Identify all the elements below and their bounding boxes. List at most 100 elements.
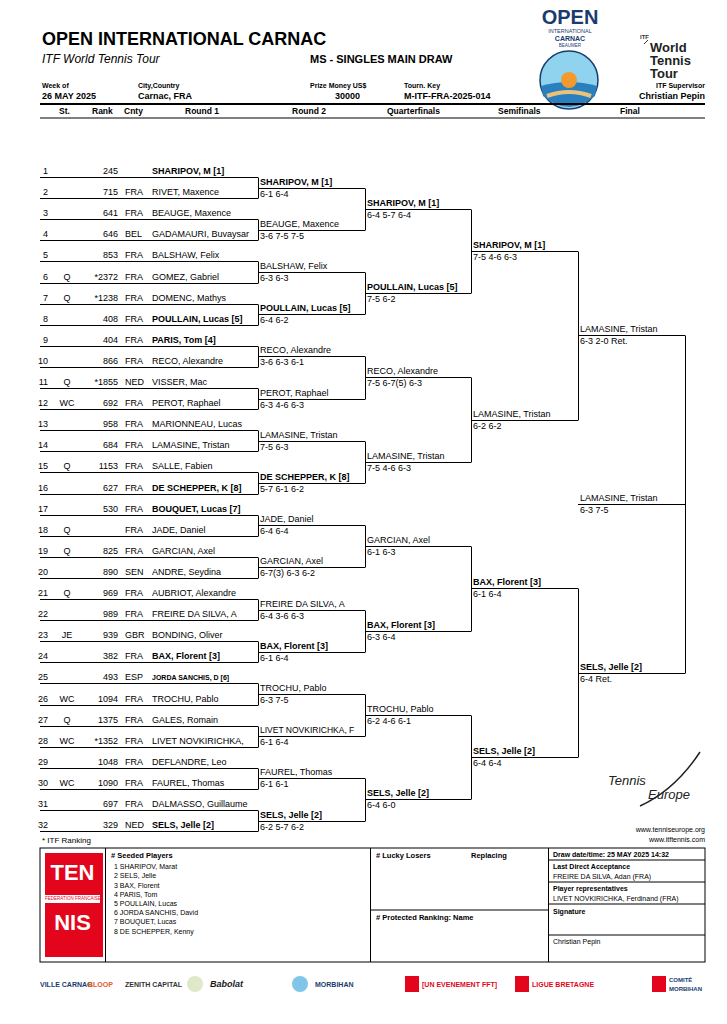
box-text: FREIRE DA SILVA, Adan (FRA) (553, 872, 651, 881)
entry-status: Q (57, 715, 77, 726)
ranking: 989 (82, 609, 118, 620)
ranking: 890 (82, 567, 118, 578)
bracket-line (578, 504, 685, 505)
draw-position: 17 (32, 504, 48, 515)
bracket-line (40, 515, 258, 516)
draw-position: 6 (32, 272, 48, 283)
draw-position: 9 (32, 335, 48, 346)
winner-name: POULLAIN, Lucas [5] (367, 282, 458, 293)
box-text: NIS (45, 911, 100, 935)
bracket-line (471, 757, 578, 758)
match-score: 7-5 6-3 (260, 442, 289, 453)
country-code: FRA (125, 314, 143, 325)
logo-text: ITF (640, 34, 649, 41)
title: OPEN INTERNATIONAL CARNAC (42, 28, 326, 50)
sponsor: COMITÉ MORBIHAN (669, 976, 719, 994)
box-text: 6 JORDA SANCHIS, David (114, 908, 198, 917)
bracket-line (365, 799, 471, 800)
bracket-line (40, 683, 258, 684)
bracket-line (365, 377, 471, 378)
box-text: Player representatives (553, 884, 628, 893)
ranking: 692 (82, 398, 118, 409)
bracket-line (40, 641, 258, 642)
match-score: 6-1 6-1 (260, 779, 289, 790)
column-header: Round 2 (292, 106, 326, 117)
country-code: FRA (125, 335, 143, 346)
logo-text: BEAUMER (530, 43, 610, 49)
player-name: ANDRE, Seydina (152, 567, 221, 578)
country-code: FRA (125, 398, 143, 409)
box-text: 2 SELS, Jelle (114, 871, 156, 880)
field-label: Prize Money US$ (310, 81, 366, 90)
ranking: 969 (82, 588, 118, 599)
winner-name: SELS, Jelle [2] (260, 810, 322, 821)
bracket-line (365, 293, 471, 294)
bracket-line (40, 240, 258, 241)
champion-name: LAMASINE, Tristan (580, 493, 658, 504)
player-name: SALLE, Fabien (152, 461, 213, 472)
box-text: Replacing (471, 851, 507, 860)
draw-position: 16 (32, 483, 48, 494)
draw-position: 24 (32, 651, 48, 662)
ranking: 958 (82, 419, 118, 430)
match-score: 6-4 Ret. (580, 674, 612, 685)
column-header: Rank (92, 106, 113, 117)
match-score: 6-4 6-2 (260, 315, 289, 326)
bracket-line (40, 219, 258, 220)
bracket-line (40, 662, 258, 663)
column-header: St. (59, 106, 70, 117)
winner-name: BAX, Florent [3] (367, 620, 435, 631)
ranking: 1375 (82, 715, 118, 726)
field-label: Tourn. Key (404, 81, 440, 90)
country-code: FRA (125, 208, 143, 219)
country-code: FRA (125, 546, 143, 557)
sponsor: [UN EVENEMENT FFT] (422, 980, 497, 989)
country-code: FRA (125, 799, 143, 810)
bracket-line (258, 314, 365, 315)
match-score: 6-3 7-5 (580, 505, 609, 516)
draw-info-box: Draw date/time: 25 MAY 2025 14:32Last Di… (548, 848, 705, 962)
country-code: FRA (125, 440, 143, 451)
box-text: 1 SHARIPOV, Marat (114, 862, 177, 871)
country-code: FRA (125, 272, 143, 283)
ranking: 1048 (82, 757, 118, 768)
player-name: LIVET NOVKIRICHKA, (152, 736, 244, 747)
country-code: FRA (125, 461, 143, 472)
tennis-europe-swoosh (640, 752, 700, 806)
ranking: 1153 (82, 461, 118, 472)
country-code: FRA (125, 694, 143, 705)
box-text: Last Direct Acceptance (553, 862, 630, 871)
winner-name: SHARIPOV, M [1] (367, 198, 439, 209)
ranking: 866 (82, 356, 118, 367)
winner-name: LAMASINE, Tristan (473, 409, 551, 420)
field-value: Carnac, FRA (138, 91, 192, 102)
bracket-line (258, 483, 365, 484)
draw-position: 1 (32, 166, 48, 177)
country-code: FRA (125, 778, 143, 789)
box-text: LIVET NOVKIRICHKA, Ferdinand (FRA) (553, 894, 679, 903)
entry-status: WC (57, 778, 77, 789)
country-code: FRA (125, 588, 143, 599)
ranking: 530 (82, 504, 118, 515)
bracket-line (578, 335, 685, 336)
logo-text: Tennis (608, 773, 646, 788)
country-code: SEN (125, 567, 144, 578)
player-name: BONDING, Oliver (152, 630, 223, 641)
ranking: 715 (82, 187, 118, 198)
winner-name: BALSHAW, Felix (260, 261, 327, 272)
match-score: 6-3 2-0 Ret. (580, 336, 628, 347)
logo-text: Tennis (650, 54, 691, 67)
country-code: NED (125, 377, 144, 388)
ranking: 404 (82, 335, 118, 346)
match-score: 6-3 6-4 (367, 632, 396, 643)
player-name: RECO, Alexandre (152, 356, 223, 367)
winner-name: JADE, Daniel (260, 514, 314, 525)
bracket-line (40, 409, 258, 410)
entry-status: Q (57, 272, 77, 283)
player-name: DE SCHEPPER, K [8] (152, 483, 242, 494)
country-code: FRA (125, 715, 143, 726)
draw-position: 32 (32, 820, 48, 831)
match-score: 6-3 7-5 (260, 695, 289, 706)
player-name: GOMEZ, Gabriel (152, 272, 219, 283)
website: www.itftennis.com (585, 835, 705, 844)
